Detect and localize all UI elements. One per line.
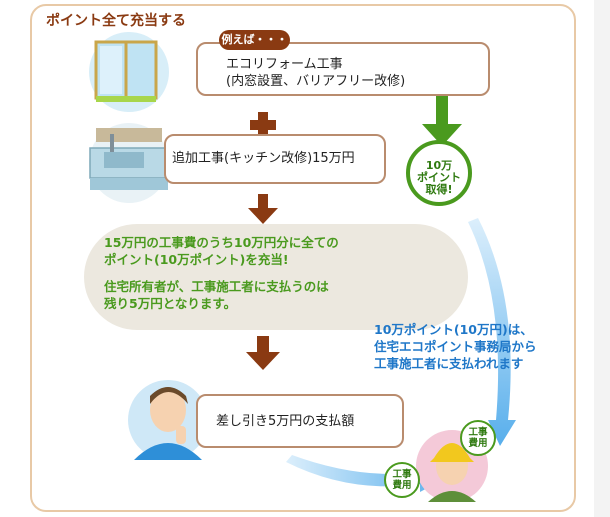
fee-badge-left: 工事 費用	[384, 462, 420, 498]
arrow-down-1	[248, 194, 278, 224]
step2-box	[164, 134, 386, 184]
step1-line1: エコリフォーム工事	[226, 57, 343, 72]
fee-badge-right-line1: 工事	[468, 427, 488, 438]
step1-line2: (内窓設置、バリアフリー改修)	[226, 74, 406, 89]
kitchen-illustration	[89, 123, 169, 203]
fee-badge-left-line1: 工事	[392, 469, 412, 480]
note-p1-line2: ポイント(10万ポイント)を充当!	[104, 252, 289, 267]
fee-badge-right-line2: 費用	[468, 438, 488, 449]
step3-box	[196, 394, 404, 448]
window-illustration	[89, 32, 169, 112]
example-tag: 例えば・・・	[219, 30, 290, 50]
person-illustration	[128, 380, 208, 460]
note-p1-line1: 15万円の工事費のうち10万円分に全ての	[104, 235, 339, 250]
note-bubble	[84, 224, 468, 330]
right-margin	[594, 0, 610, 517]
side-note: 10万ポイント(10万円)は、 住宅エコポイント事務局から 工事施工者に支払われ…	[374, 321, 537, 372]
badge-line1: 10万	[425, 159, 453, 172]
heading: ポイント全て充当する	[46, 13, 186, 29]
step3-text: 差し引き5万円の支払額	[216, 414, 355, 429]
note-p2-line2: 残り5万円となります。	[104, 296, 237, 311]
blue-arrow-right	[468, 218, 516, 446]
green-arrow	[422, 92, 462, 146]
step2-text: 追加工事(キッチン改修)15万円	[172, 151, 355, 166]
fee-badge-left-line2: 費用	[392, 480, 412, 491]
points-badge: 10万 ポイント 取得!	[406, 140, 472, 206]
note-p2-line1: 住宅所有者が、工事施工者に支払うのは	[104, 279, 329, 294]
badge-line2: ポイント	[417, 171, 461, 184]
side-note-line3: 工事施工者に支払われます	[374, 356, 524, 371]
arrow-down-2	[246, 336, 280, 370]
side-note-line2: 住宅エコポイント事務局から	[374, 339, 537, 354]
plus-sign-h	[250, 120, 276, 130]
step1-box	[196, 42, 490, 96]
fee-badge-right: 工事 費用	[460, 420, 496, 456]
side-note-line1: 10万ポイント(10万円)は、	[374, 322, 533, 337]
badge-line3: 取得!	[425, 183, 453, 196]
